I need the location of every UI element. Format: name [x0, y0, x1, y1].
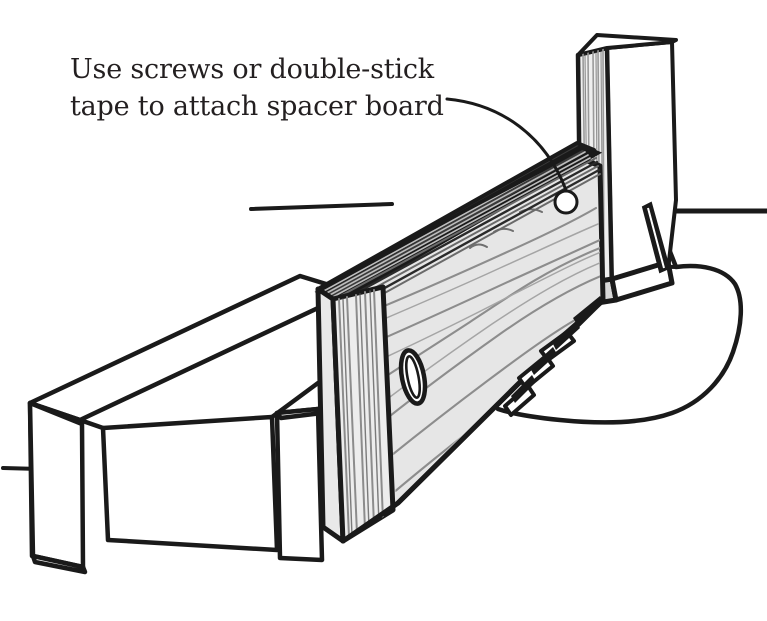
sawhorse-assembly [27, 273, 355, 575]
callout-leader [445, 97, 579, 215]
edge-shadow-strip [511, 296, 604, 403]
callout-text: Use screws or double-stick tape to attac… [70, 54, 444, 122]
board-end-grain [338, 289, 384, 538]
screw-head-marker [553, 189, 579, 215]
workpiece-board [314, 141, 606, 544]
knot-hole [398, 348, 428, 406]
board-top-laminations [321, 150, 591, 299]
